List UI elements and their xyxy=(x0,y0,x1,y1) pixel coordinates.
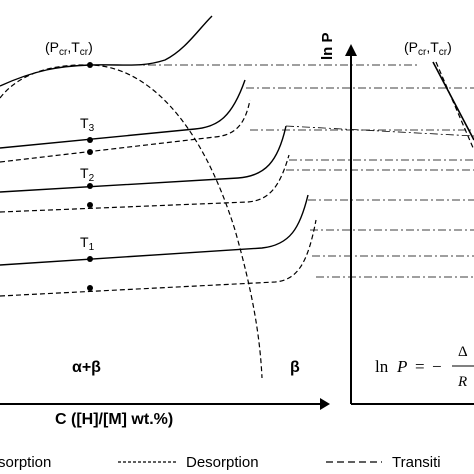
legend-absorption-label: sorption xyxy=(0,454,51,471)
vant-hoff-absorption-line xyxy=(432,61,474,141)
x-axis-label: C ([H]/[M] wt.%) xyxy=(55,411,173,428)
equation-lhs: ln xyxy=(375,357,389,376)
t1-desorption-curve xyxy=(0,219,317,297)
t3-label: T3 xyxy=(80,115,95,134)
legend-transition-label: Transiti xyxy=(392,454,441,471)
t1-desorption-marker xyxy=(87,285,93,291)
t3-desorption-curve xyxy=(0,99,251,163)
equation-denominator: R xyxy=(457,374,467,390)
legend-desorption-label: Desorption xyxy=(186,454,259,471)
t3-desorption-marker xyxy=(87,149,93,155)
equation-eq: = xyxy=(415,357,425,376)
connector-lines xyxy=(100,64,474,278)
phase-alpha-beta-label: α+β xyxy=(72,359,101,376)
equation-var: P xyxy=(396,357,407,376)
t1-label: T1 xyxy=(80,234,95,253)
critical-point-label: (Pcr,Tcr) xyxy=(45,39,93,58)
equation-numerator: Δ xyxy=(458,344,468,360)
t2-desorption-marker xyxy=(87,202,93,208)
supercritical-isotherm xyxy=(0,15,213,87)
vant-hoff-desorption-line xyxy=(435,61,474,151)
right-critical-point-label: (Pcr,Tcr) xyxy=(404,39,452,58)
equation-minus: − xyxy=(432,357,442,376)
t3-absorption-curve xyxy=(0,79,246,149)
t2-desorption-curve xyxy=(0,154,290,213)
t2-absorption-curve xyxy=(0,125,287,193)
x-axis-arrow xyxy=(320,398,330,410)
t2-label: T2 xyxy=(80,165,95,184)
t1-absorption-curve xyxy=(0,194,309,266)
two-phase-boundary xyxy=(0,64,263,379)
connector-t2-absorption xyxy=(285,125,474,137)
t2-absorption-marker xyxy=(87,183,93,189)
vant-hoff-equation: ln P = − Δ R xyxy=(375,344,474,390)
legend: sorption Desorption Transiti xyxy=(0,454,441,471)
critical-point-marker xyxy=(87,62,93,68)
y-axis-arrow xyxy=(345,44,357,56)
t1-absorption-marker xyxy=(87,256,93,262)
phase-beta-label: β xyxy=(290,359,300,376)
y-axis-label: ln P xyxy=(319,32,336,60)
t3-absorption-marker xyxy=(87,137,93,143)
